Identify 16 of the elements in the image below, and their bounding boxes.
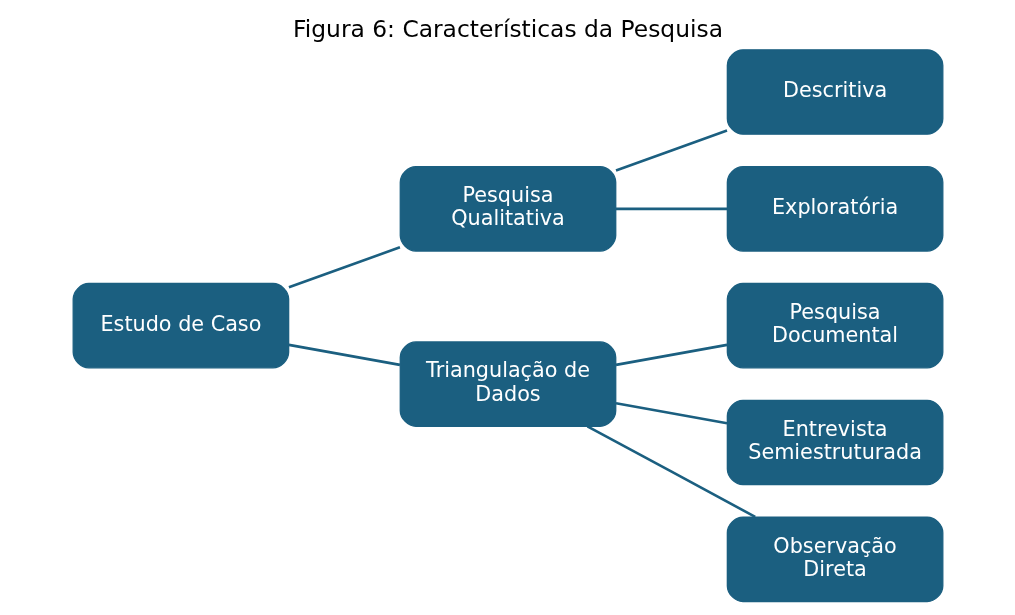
connector [288,343,400,367]
node-box: Observação Direta [726,516,943,603]
node-box: Exploratória [726,166,943,252]
connector [287,246,400,289]
node-box: Descritiva [726,49,943,135]
node-box: Pesquisa Documental [726,282,943,369]
node-box: Estudo de Caso [72,282,289,369]
connector [586,425,756,518]
connector [615,343,727,367]
node-box: Entrevista Semiestruturada [726,399,943,486]
node-box: Triangulação de Dados [399,341,616,427]
diagram-title: Figura 6: Características da Pesquisa [292,15,723,44]
connector [615,129,727,172]
node-box: Pesquisa Qualitativa [399,166,616,252]
connector [615,402,727,425]
connector [615,207,727,211]
